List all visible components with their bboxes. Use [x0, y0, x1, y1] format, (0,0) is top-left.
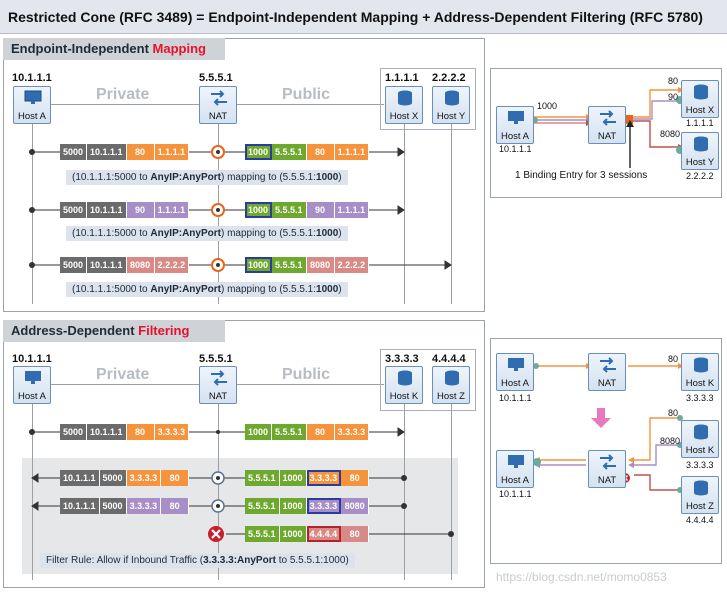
public-zone-label: Public — [282, 366, 331, 383]
side-host-a-ip: 10.1.1.1 — [499, 489, 532, 499]
private-zone-label: Private — [96, 86, 150, 103]
host-a-ip: 10.1.1.1 — [12, 72, 52, 84]
host-x-lifeline — [404, 124, 405, 304]
public-zone-label: Public — [282, 86, 331, 103]
host-z-lifeline — [451, 404, 452, 580]
filter-rule-caption: Filter Rule: Allow if Inbound Traffic (3… — [40, 553, 355, 568]
host-a-ip: 10.1.1.1 — [12, 353, 52, 365]
nat-device[interactable]: NAT — [199, 366, 237, 404]
host-k[interactable]: Host K — [385, 366, 423, 404]
side-port-80: 80 — [668, 76, 679, 86]
nat-arrows-icon — [600, 110, 616, 126]
side-host-y[interactable]: Host Y — [681, 132, 719, 170]
host-x-ip: 1.1.1.1 — [385, 72, 419, 84]
monitor-icon — [25, 371, 41, 384]
side-host-k-ip: 3.3.3.3 — [686, 460, 714, 470]
side-port-80: 80 — [668, 408, 679, 418]
mapping-caption: (10.1.1.1:5000 to AnyIP:AnyPort) mapping… — [66, 226, 348, 241]
nat-lifeline — [218, 404, 219, 580]
nat-arrows-icon — [211, 90, 227, 106]
side-host-z-ip: 4.4.4.4 — [686, 515, 714, 525]
mapping-heading: Endpoint-Independent Mapping — [3, 38, 225, 60]
side-port-90: 90 — [668, 92, 679, 102]
nat-arrows-icon — [600, 454, 616, 470]
nat-arrows-icon — [211, 370, 227, 386]
monitor-icon — [24, 90, 42, 104]
nat-arrows-icon — [600, 357, 616, 373]
nat-ip: 5.5.5.1 — [199, 72, 233, 84]
mapping-caption: (10.1.1.1:5000 to AnyIP:AnyPort) mapping… — [66, 170, 348, 185]
host-k-ip: 3.3.3.3 — [385, 353, 419, 365]
database-icon — [694, 357, 708, 373]
blocked-icon — [208, 526, 224, 542]
database-icon — [694, 136, 708, 152]
side-host-k[interactable]: Host K — [681, 420, 719, 458]
nat-ip: 5.5.5.1 — [199, 353, 233, 365]
side-host-a-ip: 10.1.1.1 — [499, 144, 532, 154]
side-port-label: 1000 — [537, 101, 558, 111]
side-host-a[interactable]: Host A — [496, 450, 534, 488]
side-host-x-ip: 1.1.1.1 — [686, 118, 714, 128]
side-nat[interactable]: NAT — [588, 106, 626, 144]
host-y-ip: 2.2.2.2 — [432, 72, 466, 84]
private-zone-label: Private — [96, 366, 150, 383]
side-host-x[interactable]: Host X — [681, 80, 719, 118]
side-host-a[interactable]: Host A — [496, 353, 534, 391]
servers-frame — [380, 349, 476, 411]
host-z[interactable]: Host Z — [432, 366, 470, 404]
nat-device[interactable]: NAT — [199, 86, 237, 124]
mapping-caption: (10.1.1.1:5000 to AnyIP:AnyPort) mapping… — [66, 282, 348, 297]
side-port-80: 80 — [668, 354, 679, 364]
servers-frame — [380, 68, 476, 130]
database-icon — [445, 370, 459, 386]
host-a[interactable]: Host A — [13, 366, 51, 404]
side-host-z[interactable]: Host Z — [681, 476, 719, 514]
database-icon — [694, 424, 708, 440]
side-port-8080: 8080 — [660, 436, 681, 446]
host-a-lifeline — [32, 404, 33, 580]
host-z-ip: 4.4.4.4 — [432, 353, 466, 365]
database-icon — [445, 90, 459, 106]
monitor-icon — [508, 111, 524, 124]
host-y-lifeline — [451, 124, 452, 304]
binding-note: 1 Binding Entry for 3 sessions — [515, 170, 648, 181]
host-y[interactable]: Host Y — [432, 86, 470, 124]
side-nat[interactable]: NAT — [588, 353, 626, 391]
monitor-icon — [508, 358, 524, 371]
host-a-lifeline — [32, 124, 33, 304]
database-icon — [694, 480, 708, 496]
side-host-a-ip: 10.1.1.1 — [499, 393, 532, 403]
host-x[interactable]: Host X — [385, 86, 423, 124]
host-a[interactable]: Host A — [13, 86, 51, 124]
page-title: Restricted Cone (RFC 3489) = Endpoint-In… — [0, 0, 727, 34]
database-icon — [398, 370, 412, 386]
watermark: https://blog.csdn.net/momo0853 — [496, 570, 667, 584]
side-host-k[interactable]: Host K — [681, 353, 719, 391]
host-k-lifeline — [404, 404, 405, 580]
database-icon — [694, 84, 708, 100]
monitor-icon — [508, 455, 524, 468]
side-host-k-ip: 3.3.3.3 — [686, 393, 714, 403]
side-nat[interactable]: NAT — [588, 450, 626, 488]
database-icon — [398, 90, 412, 106]
filtering-heading: Address-Dependent Filtering — [3, 320, 225, 342]
side-port-8080: 8080 — [660, 129, 681, 139]
side-host-y-ip: 2.2.2.2 — [686, 171, 714, 181]
side-host-a[interactable]: Host A — [496, 106, 534, 144]
